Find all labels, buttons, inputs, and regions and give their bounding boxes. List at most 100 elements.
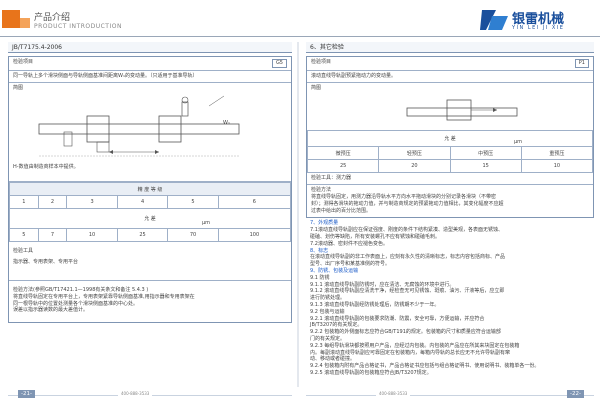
grade-cell: 5 [167, 195, 219, 209]
tool-description: 指示器、专用表架、专用平台 [9, 257, 291, 281]
footer-hotline: 400-888-3533 [118, 391, 153, 396]
footer-hotline: 400-888-3533 [376, 391, 411, 396]
method-block: 检验方法(参照GB/T17421.1—1998有关条文和备注 5.4.3 ) 将… [9, 281, 291, 322]
tolerance-cell: 25 [116, 228, 169, 242]
dimension-w-label: W₁ [223, 120, 230, 126]
notes-line: 9.2.5 滚动直线导轨副的包装箱应符合JB/T3207规定。 [310, 369, 432, 376]
right-page: 6、其它检验 检验项目 P1 滚动直线导轨副预紧拖动力的变动量。 简图 允 差 … [306, 42, 594, 387]
sketch-area: W₁ [9, 94, 291, 162]
grade-cell: 3 [66, 195, 118, 209]
grade-cell: 1 [9, 195, 39, 209]
right-footer: 400-888-3533 -22- [306, 389, 594, 403]
preload-header-cell: 重预压 [520, 146, 594, 160]
preload-table: 允 差 μm 微预压 轻预压 中预压 重预压 25 20 15 10 [306, 130, 594, 173]
header-divider [0, 36, 600, 37]
notes-line: 进行防锈处理。 [310, 295, 346, 302]
method-title: 检验方法 [311, 187, 332, 193]
tolerance-row: 5 7 10 25 70 100 [9, 228, 292, 242]
sketch-area [307, 94, 593, 130]
method-line: 将直线导轨固定在专用平台上，专用表架紧靠导轨侧面基准,用指示器和专用表架在 [13, 293, 195, 300]
rail-sketch-diagram [38, 95, 240, 157]
precision-table: 精 度 等 级 1 2 3 4 5 6 允 差 μm 5 7 10 [9, 182, 292, 242]
notes-heading: 8、标志 [310, 247, 329, 254]
sketch-label: 简图 [311, 85, 322, 91]
grade-cell: 4 [116, 195, 169, 209]
item-label: 检验项目 [13, 59, 34, 65]
item-code: G5 [271, 59, 287, 68]
notes-line: 9.2 包装与运输 [310, 308, 345, 315]
notes-line: 9.2.1 滚动直线导轨副的包装要求防潮、防震，安全可靠，方便运输，并应符合 [310, 315, 485, 322]
method-line: 误差以指示器读数的最大差值计。 [13, 307, 89, 314]
item-label: 检验项目 [311, 59, 332, 65]
doc-number: JB/T7175.4-2006 [8, 42, 292, 53]
notes-heading: 7、外观质量 [310, 220, 339, 227]
method-line: 封）；测得各滑块的拖动力值，并与制造商规定的预紧拖动力值相比，其变化幅度不应超 [311, 200, 504, 207]
tolerance-cell: 70 [167, 228, 219, 242]
footer-line [306, 395, 594, 396]
notes-line: 9.2.2 包装箱的外侧面标志应符合GB/T191的规定。包装箱的尺寸和质量应符… [310, 329, 501, 336]
tolerance-cell: 100 [217, 228, 292, 242]
method-line: 检验方法(参照GB/T17421.1—1998有关条文和备注 5.4.3 ) [13, 287, 149, 293]
method-line: 同一根导轨中的位置处测量各个滑块侧面基准的中心处。 [13, 300, 139, 307]
tool-label: 检验工具 [13, 248, 34, 254]
grade-cell: 2 [37, 195, 68, 209]
page-number: -21- [18, 390, 35, 398]
sketch-label: 简图 [13, 85, 24, 91]
company-name: 银雷机械 [512, 12, 565, 27]
notes-line: 碰磕、划伤等缺陷，所有安装螺孔不应有锈蚀和碰磕毛刺。 [310, 233, 441, 240]
grade-row: 1 2 3 4 5 6 [9, 195, 292, 209]
tolerance-unit: μm [513, 139, 522, 145]
tolerance-cell: 5 [9, 228, 39, 242]
item-label-row: 检验项目 G5 [9, 57, 291, 71]
notes-line: 9.1.3 滚动直线导轨副经防锈处理后，防锈期不少于一年。 [310, 301, 440, 308]
item-code: P1 [574, 59, 589, 68]
preload-value-cell: 10 [520, 159, 594, 173]
company-logo-icon [480, 10, 508, 30]
notes-line: 内。每副滚动直线导轨副应可靠固定在包装箱内，每箱内导轨的总长应无不允许导轨副有窜 [310, 349, 511, 356]
left-page: JB/T7175.4-2006 检验项目 G5 同一导轨上多个滑块侧面与导轨侧面… [8, 42, 292, 387]
notes-line: 动、移动或者碰撞。 [310, 356, 356, 363]
precision-header: 精 度 等 级 [9, 182, 291, 196]
preload-value-row: 25 20 15 10 [306, 159, 594, 173]
page-number: -22- [567, 390, 584, 398]
header-orange-square-icon [2, 10, 20, 28]
notes-heading: 9、防锈、包装及运输 [310, 267, 359, 274]
tolerance-cell: 10 [66, 228, 118, 242]
method-block: 将直线导轨固定，用测力器沿导轨水平方向水平拖动滑块的分别记录各滑块（不带密 封）… [307, 194, 593, 217]
method-line: 将直线导轨固定，用测力器沿导轨水平方向水平拖动滑块的分别记录各滑块（不带密 [311, 194, 497, 200]
notes-line: 门的有关规定。 [310, 335, 346, 342]
notes-line: 9.1 防锈 [310, 274, 330, 281]
method-line: 过表中给出的百分比范围。 [311, 207, 372, 214]
tolerance-label: 允 差 [144, 216, 156, 222]
page-gutter [297, 42, 299, 387]
preload-sketch-diagram [406, 99, 518, 121]
notes-line: 7.1滚动直线导轨副应在保证强度、刚度的条件下结构紧凑、造型美观，各表面无锈蚀、 [310, 227, 503, 234]
tolerance-label: 允 差 [444, 136, 456, 142]
tolerance-unit: μm [201, 220, 210, 226]
notes-line: 9.1.2 滚动直线导轨副应清洗干净，经检查无可见锈蚀、斑痕、油污、汗液等后，应… [310, 288, 505, 295]
item-description: 同一导轨上多个滑块侧面与导轨侧面基准间距离W₁的变动量。（只适用于基准导轨） [9, 71, 291, 83]
inspection-card-p1: 检验项目 P1 滚动直线导轨副预紧拖动力的变动量。 简图 允 差 μm 微预压 [306, 56, 594, 219]
notes-line: 9.2.3 每组导轨滑块都按照用户产品，应经过内包装。内包装的产品应在所其来块固… [310, 342, 520, 349]
grade-cell: 6 [217, 195, 292, 209]
preload-header-row: 微预压 轻预压 中预压 重预压 [306, 146, 594, 160]
page-header: 产品介绍 PRODUCT INTRODUCTION 银雷机械 YIN LEI J… [0, 0, 600, 42]
sketch-note: H-数值由制造商样本中提供。 [9, 162, 291, 182]
item-label-row: 检验项目 P1 [307, 57, 593, 71]
tolerance-cell: 7 [37, 228, 68, 242]
tolerance-header: 允 差 μm [307, 130, 593, 147]
preload-header-cell: 中预压 [449, 146, 522, 160]
notes-line: 9.2.4 包装箱内附有产品合格证书，产品合格证书应包括与组合格证明书、使用说明… [310, 363, 540, 370]
preload-value-cell: 20 [378, 159, 451, 173]
inspection-card-g5: 检验项目 G5 同一导轨上多个滑块侧面与导轨侧面基准间距离W₁的变动量。（只适用… [8, 56, 292, 324]
notes-line: JB/T3207的有关规定。 [310, 322, 363, 329]
section-title: 6、其它检验 [306, 42, 594, 53]
preload-value-cell: 25 [306, 159, 380, 173]
header-small-square-icon [20, 18, 30, 28]
header-title: 产品介绍 [34, 13, 71, 23]
preload-header-cell: 微预压 [306, 146, 380, 160]
tolerance-header: 允 差 μm [9, 208, 291, 229]
notes-line: 9.1.1 滚动直线导轨副防锈时，应在清洁、无腐蚀的环境中进行。 [310, 281, 455, 288]
header-subtitle: PRODUCT INTRODUCTION [34, 23, 122, 30]
